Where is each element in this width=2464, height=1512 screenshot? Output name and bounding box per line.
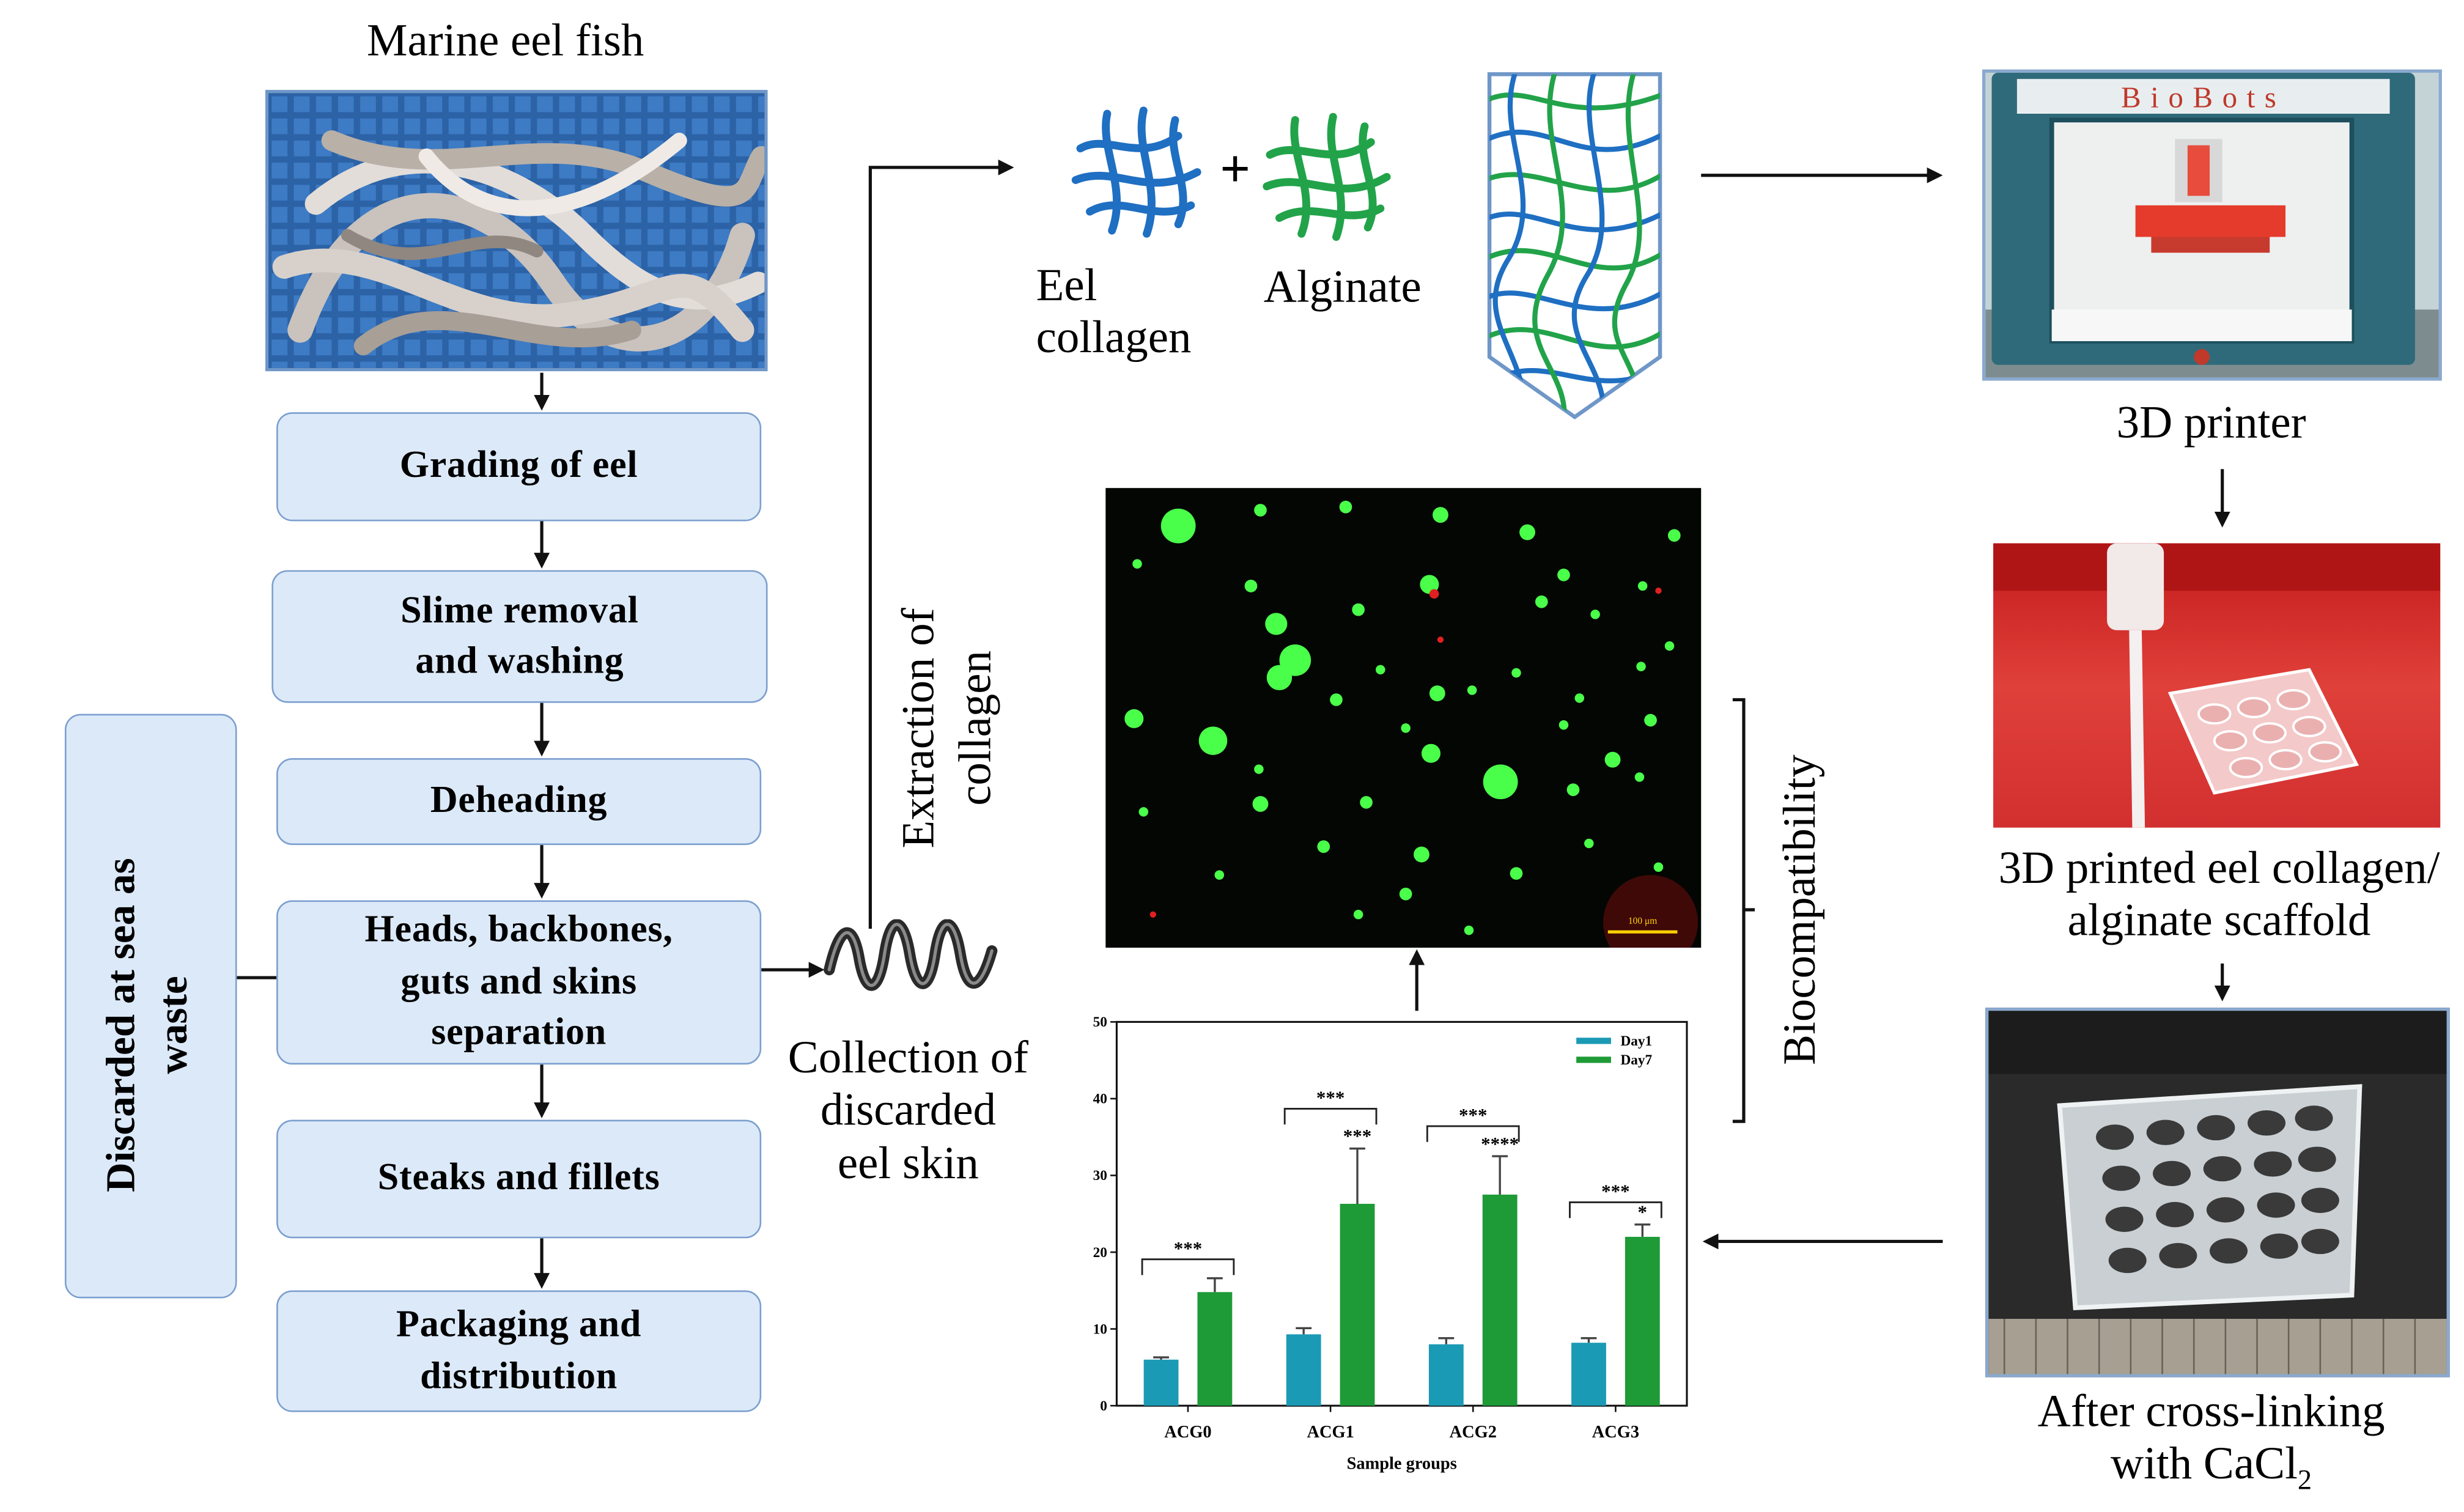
x-tick-label: ACG3 bbox=[1592, 1423, 1639, 1442]
x-axis-label: Sample groups bbox=[1347, 1454, 1457, 1473]
bar-day7-acg0 bbox=[1197, 1292, 1233, 1406]
crosslink-caption-line1: After cross-linking bbox=[2037, 1387, 2385, 1437]
crosslink-caption: After cross-linking with CaCl2 bbox=[1974, 1387, 2448, 1497]
bar-day1-acg3 bbox=[1571, 1343, 1606, 1406]
printer-brand-label: BioBots bbox=[2121, 81, 2285, 114]
crosslink-caption-prefix: with CaCl bbox=[2111, 1439, 2298, 1490]
bar-day1-acg0 bbox=[1143, 1359, 1179, 1406]
step-slime-removal: Slime removal and washing bbox=[271, 570, 768, 703]
significance-bracket bbox=[1141, 1258, 1235, 1275]
significance-label: *** bbox=[1316, 1087, 1345, 1108]
scaffold-caption: 3D printed eel collagen/ alginate scaffo… bbox=[1998, 843, 2440, 947]
arrow-extraction-path bbox=[868, 159, 1014, 929]
crosslink-caption-subscript: 2 bbox=[2297, 1464, 2312, 1496]
biocompatibility-label: Biocompatibility bbox=[1775, 754, 1826, 1065]
significance-label: *** bbox=[1174, 1237, 1202, 1259]
printer-photo: BioBots bbox=[1982, 69, 2442, 381]
y-tick-label: 10 bbox=[1093, 1321, 1107, 1337]
bioink-blend-icon bbox=[1487, 72, 1662, 419]
eel-fish-photo bbox=[265, 90, 768, 372]
significance-label: *** bbox=[1459, 1104, 1487, 1126]
eel-skin-icon bbox=[824, 919, 998, 991]
biocompatibility-bracket bbox=[1732, 698, 1746, 1123]
x-tick-label: ACG1 bbox=[1307, 1423, 1354, 1442]
step-packaging: Packaging and distribution bbox=[276, 1290, 762, 1412]
legend-label-day7: Day7 bbox=[1620, 1052, 1652, 1068]
step-steaks-fillets: Steaks and fillets bbox=[276, 1119, 762, 1239]
y-tick-label: 20 bbox=[1093, 1245, 1107, 1261]
plot-frame bbox=[1115, 1020, 1688, 1407]
x-tick-label: ACG0 bbox=[1164, 1423, 1211, 1442]
collagen-caption: Eel collagen bbox=[1036, 260, 1192, 364]
printer-caption: 3D printer bbox=[2116, 397, 2306, 449]
scale-bar-label: 100 μm bbox=[1628, 916, 1657, 926]
significance-label: **** bbox=[1481, 1133, 1519, 1154]
significance-label: *** bbox=[1601, 1181, 1629, 1202]
x-tick-label: ACG2 bbox=[1450, 1423, 1497, 1442]
alginate-caption: Alginate bbox=[1263, 262, 1422, 313]
y-tick-label: 40 bbox=[1093, 1091, 1107, 1107]
scaffold-printing-photo bbox=[1993, 543, 2441, 828]
step-separation: Heads, backbones, guts and skins separat… bbox=[276, 900, 762, 1065]
waste-label: Discarded at sea as waste bbox=[98, 858, 196, 1192]
legend-label-day1: Day1 bbox=[1620, 1033, 1652, 1049]
alginate-network-icon bbox=[1263, 112, 1391, 241]
plus-sign: + bbox=[1220, 140, 1251, 199]
step-grading: Grading of eel bbox=[276, 412, 762, 522]
bar-day1-acg1 bbox=[1286, 1334, 1321, 1406]
waste-box bbox=[64, 714, 237, 1299]
crosslink-caption-line2: with CaCl2 bbox=[1974, 1439, 2448, 1497]
significance-label: *** bbox=[1343, 1125, 1371, 1146]
significance-bracket bbox=[1426, 1125, 1520, 1142]
significance-bracket bbox=[1569, 1201, 1662, 1219]
bar-day7-acg1 bbox=[1340, 1203, 1375, 1406]
significance-label: * bbox=[1638, 1201, 1647, 1223]
y-tick-label: 30 bbox=[1093, 1168, 1107, 1184]
step-deheading: Deheading bbox=[276, 758, 762, 846]
bar-day7-acg2 bbox=[1482, 1194, 1518, 1406]
extraction-label: Extraction of collagen bbox=[894, 608, 1002, 849]
y-tick-label: 0 bbox=[1100, 1398, 1107, 1414]
y-tick-label: 50 bbox=[1093, 1014, 1107, 1030]
proliferation-bar-chart: 01020304050ACG0***ACG1******ACG2*******A… bbox=[1093, 1014, 1688, 1473]
collagen-network-icon bbox=[1071, 106, 1201, 238]
significance-bracket bbox=[1283, 1108, 1378, 1125]
bar-day1-acg2 bbox=[1428, 1344, 1464, 1406]
skin-collection-caption: Collection of discarded eel skin bbox=[788, 1033, 1029, 1189]
fish-title: Marine eel fish bbox=[366, 15, 644, 67]
microscopy-image: 100 μm bbox=[1105, 488, 1702, 948]
bar-day7-acg3 bbox=[1625, 1236, 1660, 1406]
crosslinked-scaffold-photo bbox=[1985, 1008, 2450, 1377]
